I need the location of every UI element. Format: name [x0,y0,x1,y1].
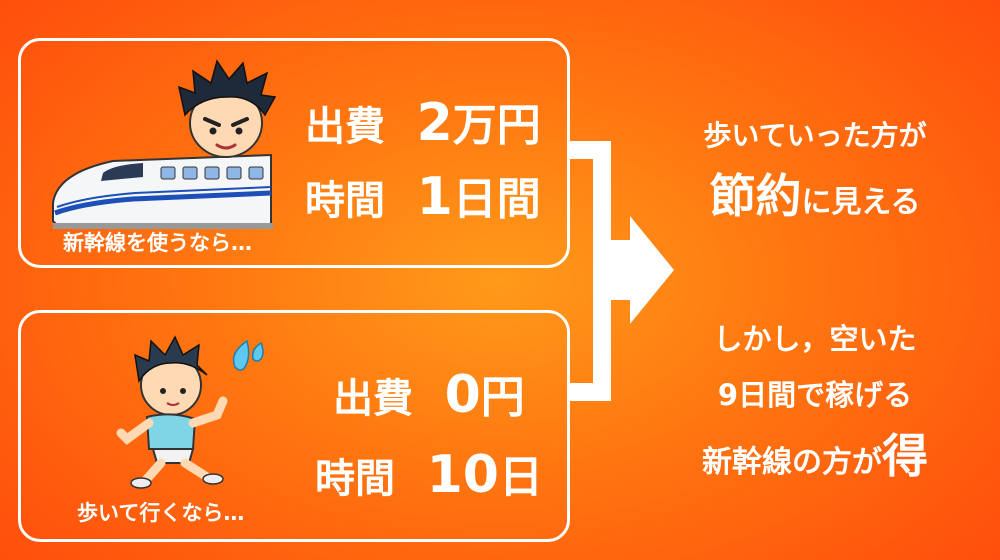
conclusion-line-2-rest: に見える [801,185,921,220]
bottom-time-unit: 日 [498,452,543,503]
conclusion-emphasis-gain: 得 [882,429,928,483]
top-cost-unit: 万円 [452,100,541,151]
conclusion-line-5-rest: 新幹線の方が [702,445,882,480]
top-time-number: 1 [416,167,453,227]
boy-face-icon [177,59,277,158]
top-time-unit: 日間 [452,174,541,225]
bottom-caption: 歩いて行くなら… [77,501,245,525]
conclusion-line-5: 新幹線の方が得 [640,420,990,486]
running-boy-icon [116,335,228,489]
top-cost-number: 2 [416,93,453,153]
bottom-cost-label: 出費 [333,376,413,422]
bottom-time-number: 10 [426,445,499,505]
bottom-cost-number: 0 [444,365,481,425]
sweat-drop-icon [232,339,264,371]
bracket-arrow-icon [570,141,674,401]
top-cost-row: 出費 2万円 [305,97,541,149]
conclusion-line-2: 節約に見える [640,160,990,226]
walking-panel: 出費 0円 時間 10日 歩いて行くなら… [18,310,570,542]
top-caption: 新幹線を使うなら… [63,231,252,255]
bottom-time-row: 時間 10日 [315,449,543,501]
bullet-train-icon [52,153,273,229]
bottom-cost-row: 出費 0円 [333,369,525,421]
conclusion-line-1: 歩いていった方が [703,119,927,152]
top-time-row: 時間 1日間 [305,171,541,223]
conclusion-line-4: 9日間で稼げる [717,378,913,412]
conclusion-line-3: しかし，空いた [713,322,917,356]
bottom-cost-unit: 円 [480,372,525,423]
bottom-time-label: 時間 [315,456,395,502]
shinkansen-panel: 出費 2万円 時間 1日間 新幹線を使うなら… [18,38,570,268]
top-cost-label: 出費 [305,104,385,150]
conclusion-emphasis-saving: 節約 [709,169,802,223]
top-time-label: 時間 [305,178,385,224]
